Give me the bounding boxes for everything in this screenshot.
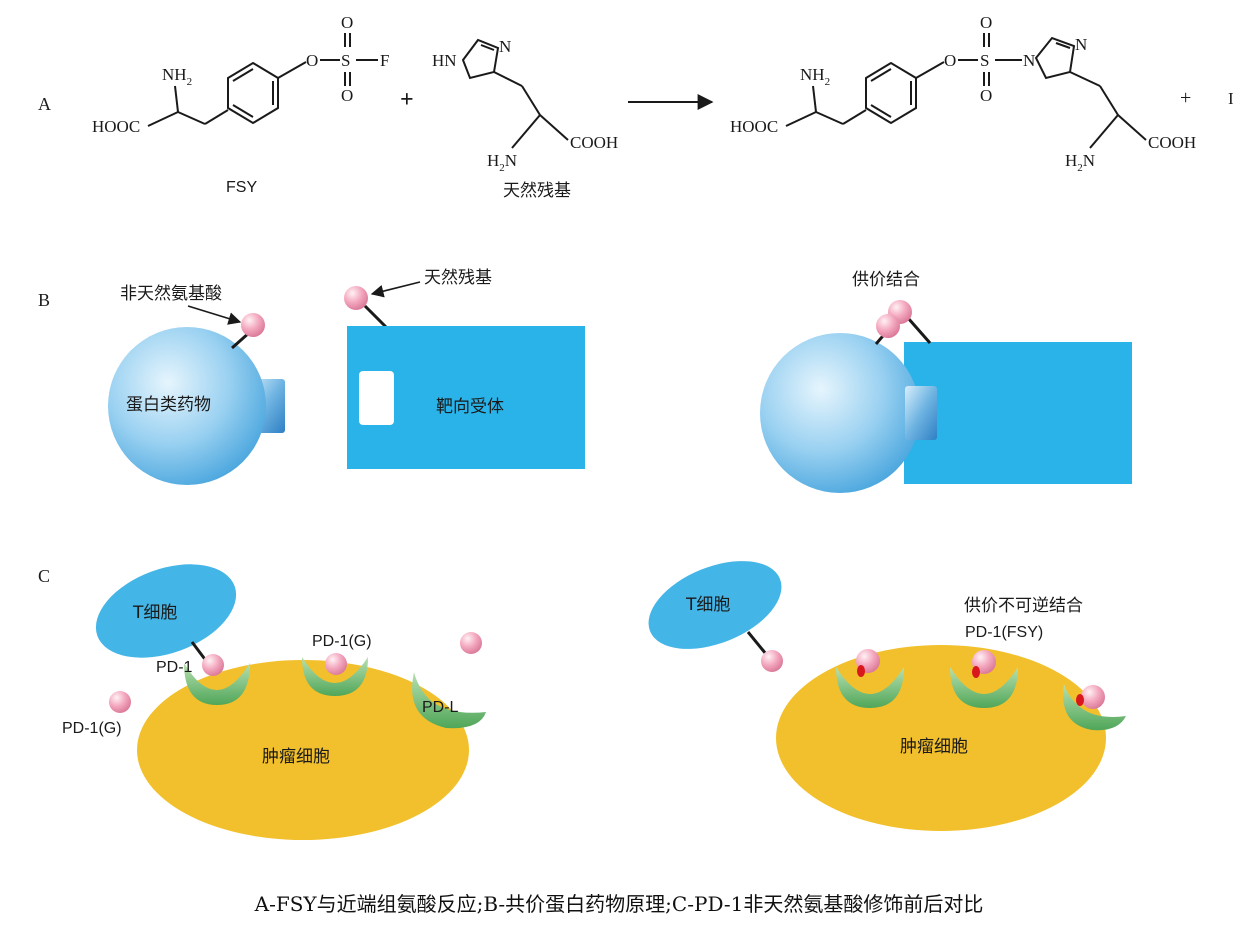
complex-receptor-linker (906, 317, 932, 344)
pd-l-receptor-left-3 (412, 672, 486, 729)
irreversible-binding-label: 供价不可逆结合 (964, 596, 1083, 616)
pd1g-label-left-top: PD-1(G) (312, 633, 372, 650)
natural-residue-label-a: 天然残基 (503, 181, 571, 201)
histidine-n-label: N (499, 37, 511, 56)
natural-residue-label-b: 天然残基 (424, 268, 492, 288)
fsy-bottom-oxygen: O (341, 86, 353, 105)
product-hooc-label: HOOC (730, 117, 778, 136)
complex-protein-sphere (760, 333, 920, 493)
fsy-hooc-label: HOOC (92, 117, 140, 136)
natural-residue-arrow (370, 281, 421, 298)
t-cell-right (648, 561, 782, 649)
fsy-top-oxygen: O (341, 13, 353, 32)
pd-l-receptor-right-3 (1063, 684, 1126, 731)
free-pd1g-bead-top-right (460, 632, 482, 654)
pd1fsy-bead-right-3 (1081, 685, 1105, 709)
unnatural-amino-acid-label: 非天然氨基酸 (120, 284, 222, 304)
fsy-ether-o: O (306, 51, 318, 70)
fsy-molecule: NH2 HOOC O S O O F (92, 13, 389, 136)
plus-sign-1: + (400, 87, 414, 113)
figure-caption: A-FSY与近端组氨酸反应;B-共价蛋白药物原理;C-PD-1非天然氨基酸修饰前… (254, 892, 984, 916)
t-cell-left (95, 564, 237, 658)
pd-l-receptor-right-2 (950, 667, 1018, 708)
covalent-bond-mark-3 (1076, 694, 1084, 706)
receptor-binding-pocket (359, 371, 394, 425)
fsy-fluorine: F (380, 51, 389, 70)
product-n3-label: N (1075, 35, 1087, 54)
pd-l-receptor-left-2 (302, 657, 368, 696)
pd1g-label-left-free: PD-1(G) (62, 720, 122, 737)
product-bottom-oxygen: O (980, 86, 992, 105)
histidine-molecule: HN N COOH H2N (432, 37, 618, 174)
pd1g-bead-left-center (325, 653, 347, 675)
fsy-amine-label: NH2 (162, 65, 192, 88)
pd1-bead-left-bound (202, 654, 224, 676)
protein-drug-sphere (108, 327, 266, 485)
product-ether-o: O (944, 51, 956, 70)
product-h2n-label: H2N (1065, 151, 1095, 174)
panel-c-label: C (38, 566, 50, 586)
t-cell-label-left: T细胞 (132, 603, 177, 623)
product-molecule: NH2 HOOC O S O O N N COOH H2N (730, 13, 1196, 174)
pdl-label-left: PD-L (422, 699, 459, 716)
t-cell-label-right: T细胞 (685, 595, 730, 615)
receptor-linker (363, 304, 388, 329)
histidine-amine-label: H2N (487, 151, 517, 174)
trailing-fragment: I (1228, 89, 1234, 108)
free-pd1g-bead-left (109, 691, 131, 713)
complex-receptor-block (904, 342, 1132, 484)
pd1-bead-right-free (761, 650, 783, 672)
product-amine-label: NH2 (800, 65, 830, 88)
covalent-binding-label: 供价结合 (852, 270, 920, 290)
panel-b-label: B (38, 290, 50, 310)
fsy-name: FSY (226, 179, 257, 196)
fsy-sulfur: S (341, 51, 350, 70)
protein-drug-label: 蛋白类药物 (126, 395, 211, 415)
covalent-bond-mark-1 (857, 665, 865, 677)
product-sulfur: S (980, 51, 989, 70)
panel-a-label: A (38, 94, 51, 114)
pd-l-receptor-left-1 (184, 663, 250, 705)
unnatural-amino-acid-bead (241, 313, 265, 337)
product-n1-label: N (1023, 51, 1035, 70)
complex-bead-lower (876, 314, 900, 338)
pd1-fsy-label: PD-1(FSY) (965, 624, 1043, 641)
product-cooh-label: COOH (1148, 133, 1196, 152)
t-cell-pd1-linker-right (746, 631, 768, 655)
target-receptor-label: 靶向受体 (436, 397, 504, 417)
tumor-cell-left (137, 660, 469, 840)
product-top-oxygen: O (980, 13, 992, 32)
plus-sign-2: + (1180, 87, 1191, 109)
unnatural-aa-arrow (187, 305, 242, 325)
tumor-cell-label-left: 肿瘤细胞 (262, 747, 330, 767)
histidine-hn-label: HN (432, 51, 457, 70)
covalent-bond-mark-2 (972, 666, 980, 678)
pd1-label-left: PD-1 (156, 659, 193, 676)
pd-l-receptor-right-1 (836, 667, 904, 708)
tumor-cell-label-right: 肿瘤细胞 (900, 737, 968, 757)
natural-residue-bead (344, 286, 368, 310)
histidine-cooh-label: COOH (570, 133, 618, 152)
complex-binding-cube (905, 386, 937, 440)
